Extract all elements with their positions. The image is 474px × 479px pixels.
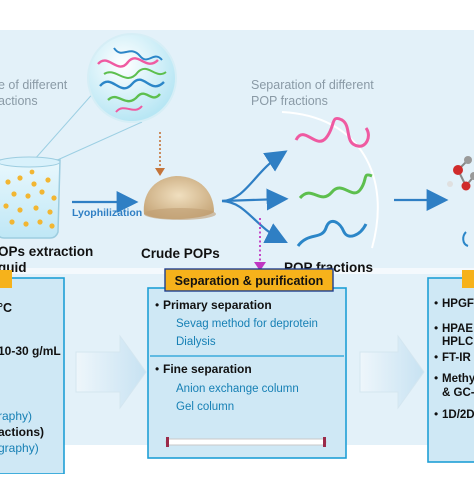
branch-arrows (221, 150, 289, 243)
zoom-line-right (43, 121, 143, 167)
caption-left-line2: actions (0, 94, 38, 108)
right-line-methyl: Methy (442, 373, 474, 385)
beaker-icon (0, 156, 61, 239)
crude-pops-label: Crude POPs (141, 246, 220, 261)
center-panel-title-box (164, 268, 334, 292)
primary-item-sevag: Sevag method for deprotein (176, 318, 318, 330)
right-line-nmr: 1D/2D (442, 409, 474, 421)
left-line-method1: raphy) (0, 409, 32, 423)
beaker-beads (3, 169, 57, 229)
caption-right-line2: POP fractions (251, 94, 328, 108)
fine-item-anion: Anion exchange column (176, 383, 299, 395)
primary-bullet: • (155, 298, 159, 312)
left-line-method2: graphy) (0, 441, 39, 455)
powder-pile-icon (143, 176, 216, 220)
zoom-line-left (33, 89, 97, 161)
right-bullet-4: • (434, 371, 438, 385)
blue-fraction-curve (296, 219, 368, 247)
pink-fraction-curve (294, 117, 370, 148)
right-bullet-3: • (434, 350, 438, 364)
center-panel (147, 287, 347, 459)
fraction-arc (281, 111, 379, 249)
fine-item-gel: Gel column (176, 401, 234, 413)
molecule-icon (447, 156, 474, 191)
center-panel-title: Separation & purification (175, 274, 324, 288)
right-bullet-5: • (434, 407, 438, 421)
fine-bullet: • (155, 362, 159, 376)
right-line-ftir: FT-IR (442, 352, 471, 364)
molecule-partial-ring (462, 231, 469, 247)
caption-left-line1: e of different (0, 78, 68, 92)
liquid-label-line1: OPs extraction (0, 244, 93, 259)
right-panel-header (462, 270, 474, 288)
right-bullets: • (434, 296, 438, 310)
magenta-arrow-head (254, 262, 266, 271)
right-bullet-2: • (434, 321, 438, 335)
right-panel (427, 277, 474, 463)
left-panel (0, 277, 65, 475)
primary-item-dialysis: Dialysis (176, 336, 216, 348)
column-tube-icon (165, 437, 327, 447)
left-line-temp: °C (0, 301, 12, 315)
magnified-bubble (87, 33, 177, 123)
lyophilization-label: Lyophilization (72, 207, 142, 219)
right-line-hpgf: HPGF (442, 298, 474, 310)
green-fraction-curve (298, 173, 373, 200)
big-arrow-right (359, 334, 425, 410)
caption-right-line1: Separation of different (251, 78, 374, 92)
right-line-hplc: HPLC (442, 336, 473, 348)
dotted-arrow-head (155, 168, 165, 176)
right-line-gc: & GC- (442, 387, 474, 399)
left-panel-header (0, 270, 12, 288)
left-line-ratio: 10-30 g/mL (0, 344, 61, 358)
primary-separation-title: Primary separation (163, 298, 272, 312)
big-arrow-left (75, 334, 147, 410)
left-line-fractions: actions) (0, 425, 44, 439)
right-line-hpae: HPAE (442, 323, 473, 335)
fine-separation-title: Fine separation (163, 362, 252, 376)
